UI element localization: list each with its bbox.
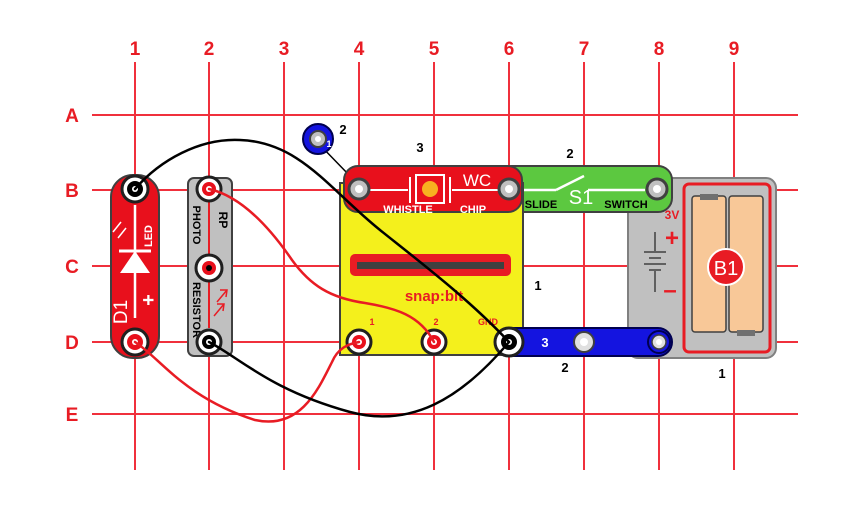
whistle-label-right: CHIP (460, 204, 486, 216)
battery-schematic-icon (644, 232, 666, 292)
blue-snap-1-center (315, 136, 321, 142)
led-type-label: LED (143, 225, 155, 247)
col-label-7: 7 (579, 39, 590, 60)
led-light-arrows-icon (112, 221, 127, 239)
whistle-chip[interactable]: WC WHISTLE CHIP 3 (317, 140, 523, 216)
switch-label-right: SWITCH (604, 199, 647, 211)
switch-label-left: SLIDE (525, 199, 557, 211)
whistle-level-label: 3 (416, 140, 423, 155)
black-wire-led-to-gnd[interactable] (133, 138, 511, 344)
red-wire-led-to-pin1[interactable] (133, 340, 361, 423)
switch-snap-right-center (653, 185, 661, 193)
whistle-snap-left-center (355, 185, 363, 193)
battery-voltage-label: 3V (665, 208, 680, 222)
red-wire-rp-to-pin2[interactable] (207, 187, 436, 344)
led-diode-icon (120, 251, 150, 273)
row-label-e: E (66, 405, 79, 426)
switch-lever-icon (555, 174, 585, 192)
row-label-b: B (65, 181, 79, 202)
switch-level-label: 2 (566, 146, 573, 161)
blue-wire-3-level-label: 2 (561, 360, 568, 375)
col-label-1: 1 (130, 39, 141, 60)
jumper-wires (133, 138, 511, 423)
blue-snap-1-level-label: 2 (339, 122, 346, 137)
blue-wire-3-snap-middle-center (580, 338, 588, 346)
blue-wire-3-label: 3 (541, 335, 548, 350)
whistle-crystal-dot (422, 181, 438, 197)
grid-column-labels: 1 2 3 4 5 6 7 8 9 (130, 39, 740, 60)
snapbit-slot-inner (357, 262, 504, 269)
blue-snap-1-label: 1 (326, 139, 331, 149)
blue-wire-3[interactable]: 3 2 (495, 327, 673, 375)
blue-snap-1[interactable]: 1 2 (302, 122, 347, 155)
col-label-9: 9 (729, 39, 740, 60)
row-label-a: A (65, 106, 79, 127)
battery-cell-left-cap (700, 194, 718, 200)
battery-holder[interactable]: B1 3V + – 1 (627, 177, 777, 381)
snapbit-name-label: snap:bit (405, 288, 463, 305)
battery-id-label: B1 (714, 258, 738, 280)
snapbit-level-label: 1 (534, 278, 541, 293)
snapbit-pin2-label: 2 (433, 317, 438, 327)
whistle-id-label: WC (463, 171, 491, 190)
col-label-5: 5 (429, 39, 440, 60)
col-label-8: 8 (654, 39, 665, 60)
battery-id-badge (707, 248, 745, 286)
led-module[interactable]: LED + D1 (110, 174, 160, 359)
battery-inner-outline (682, 182, 772, 354)
photoresistor-id-label: RP (216, 212, 230, 229)
row-label-d: D (65, 333, 79, 354)
battery-cell-right-cap (737, 330, 755, 336)
battery-minus-sign: – (663, 277, 676, 304)
battery-level-label: 1 (718, 366, 725, 381)
photoresistor-label-top: PHOTO (190, 206, 202, 245)
whistle-snap-right-center (505, 185, 513, 193)
col-label-3: 3 (279, 39, 290, 60)
battery-plus-sign: + (665, 225, 679, 252)
switch-id-label: S1 (569, 187, 593, 209)
col-label-2: 2 (204, 39, 215, 60)
photoresistor-module[interactable]: RP PHOTO RESISTOR (187, 175, 233, 357)
photoresistor-label-bottom: RESISTOR (190, 282, 202, 338)
snapbit-pin1-label: 1 (369, 317, 374, 327)
row-label-c: C (65, 257, 79, 278)
col-label-4: 4 (354, 39, 365, 60)
photoresistor-light-arrows-icon (213, 289, 228, 317)
black-wire-rp-to-gnd[interactable] (207, 340, 511, 418)
led-plus-label: + (138, 294, 160, 306)
grid-row-labels: A B C D E (65, 106, 79, 426)
photoresistor-sensor-center (206, 265, 212, 271)
whistle-label-left: WHISTLE (383, 204, 433, 216)
led-id-label: D1 (111, 300, 132, 324)
blue-wire-3-snap-right-center (656, 339, 662, 345)
col-label-6: 6 (504, 39, 515, 60)
